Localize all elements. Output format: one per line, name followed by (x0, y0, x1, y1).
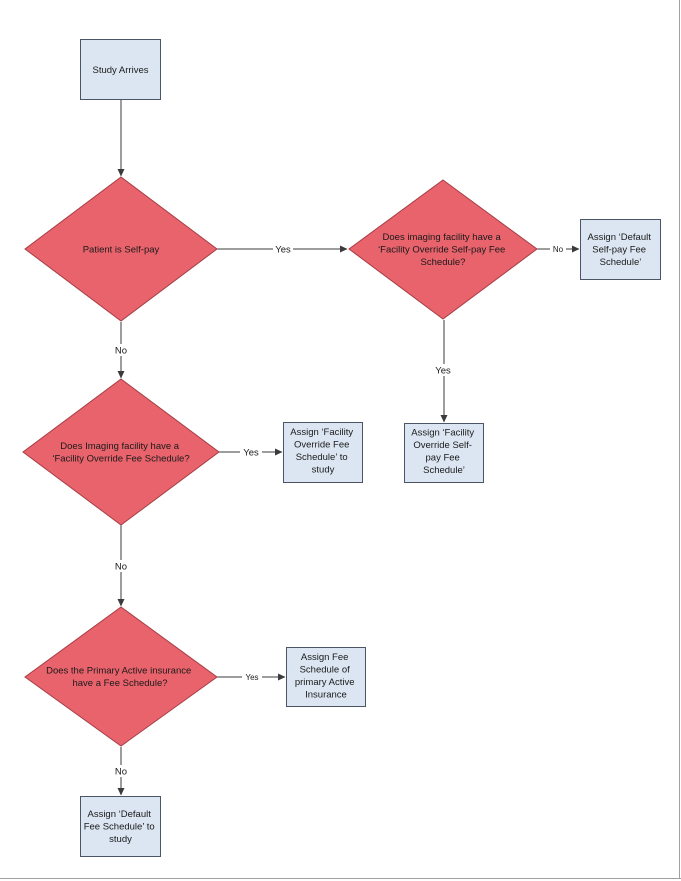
svg-text:Assign ‘Default Self-pay: Assign ‘Default Self-pay Fee Schedule’ (587, 232, 653, 268)
decision-diamond (348, 179, 538, 320)
edge-label-facility-selfpay-no: No (553, 245, 564, 254)
node-primary-decision: Does the Primary Active insurance have a… (24, 606, 218, 747)
node-facility-selfpay-assign-line-1: Assign ‘Facility (411, 428, 474, 439)
node-facility-selfpay-q-line-3: Schedule? (421, 257, 466, 268)
node-facility-selfpay-assign-line-3: pay Fee (426, 453, 460, 464)
edge-label-facility-override-no: No (115, 562, 127, 573)
node-facility-override-decision: Does Imaging facility have a ‘Facility O… (22, 378, 220, 526)
svg-text:Assign Fee Schedule of: Assign Fee Schedule of primary Active In… (295, 652, 357, 701)
process-box (80, 796, 161, 857)
node-facility-override-assign-line-3: Schedule’ to (296, 452, 348, 463)
node-facility-selfpay-assign-line-4: Schedule’ (423, 465, 465, 476)
node-default-selfpay: Assign ‘Default Self-pay Fee Schedule’ (580, 219, 661, 280)
node-primary-q-line-1: Does the Primary Active insurance (46, 666, 191, 677)
node-primary-assign: Assign Fee Schedule of primary Active In… (286, 647, 366, 707)
process-box (283, 422, 363, 483)
edge-label-selfpay-yes: Yes (275, 245, 291, 256)
svg-text:Assign ‘Facility Overrid: Assign ‘Facility Override Fee Schedule’ … (290, 427, 355, 476)
edge-label-primary-yes: Yes (245, 673, 258, 682)
svg-text:Assign ‘Default Fee Sche: Assign ‘Default Fee Schedule’ to study (84, 809, 158, 845)
node-primary-assign-line-3: primary Active (295, 677, 355, 688)
process-box (80, 39, 161, 100)
svg-text:Patient is Self-pay: Patient is Self-pay (83, 245, 160, 256)
node-facility-selfpay-assign-line-2: Override Self- (413, 440, 472, 451)
svg-text:Does Imaging facility have a: Does Imaging facility have a ‘Facility O… (52, 441, 189, 465)
node-default-selfpay-line-3: Schedule’ (600, 257, 642, 268)
node-default-selfpay-line-1: Assign ‘Default (587, 232, 651, 243)
node-facility-override-assign-line-1: Assign ‘Facility (290, 427, 353, 438)
decision-diamond (22, 378, 220, 526)
decision-diamond (24, 176, 218, 322)
edge-label-selfpay-no: No (115, 346, 127, 357)
node-start-line-1: Study Arrives (93, 65, 149, 76)
process-box (580, 219, 661, 280)
node-default-assign-line-2: Fee Schedule’ to (84, 822, 155, 833)
node-facility-selfpay-decision: Does imaging facility have a ‘Facility O… (348, 179, 538, 320)
node-primary-assign-line-2: Schedule of (300, 665, 351, 676)
node-facility-selfpay-assign: Assign ‘Facility Override Self- pay Fee … (404, 423, 484, 483)
node-primary-q-line-2: have a Fee Schedule? (72, 678, 167, 689)
node-facility-override-q-line-1: Does Imaging facility have a (60, 441, 180, 452)
edge-label-primary-no: No (115, 767, 127, 778)
node-facility-selfpay-q-line-1: Does imaging facility have a (383, 232, 502, 243)
node-default-assign: Assign ‘Default Fee Schedule’ to study (80, 796, 161, 857)
node-primary-assign-line-1: Assign Fee (301, 652, 349, 663)
node-facility-selfpay-q-line-2: ‘Facility Override Self-pay Fee (378, 245, 505, 256)
node-self-pay-line-1: Patient is Self-pay (83, 245, 160, 256)
node-default-assign-line-3: study (109, 834, 132, 845)
node-facility-override-q-line-2: ‘Facility Override Fee Schedule? (52, 454, 189, 465)
edge-label-facility-override-yes: Yes (243, 448, 259, 459)
svg-text:Does imaging facility have a: Does imaging facility have a ‘Facility O… (378, 232, 508, 268)
edge-label-facility-selfpay-yes: Yes (435, 366, 451, 377)
svg-text:Does the Primary Active insura: Does the Primary Active insurance have a… (46, 666, 194, 690)
node-default-selfpay-line-2: Self-pay Fee (592, 245, 646, 256)
node-start: Study Arrives (80, 39, 161, 100)
process-box (404, 423, 484, 483)
svg-text:Study Arrives: Study Arrives (93, 65, 149, 76)
node-primary-assign-line-4: Insurance (305, 690, 347, 701)
process-box (286, 647, 366, 707)
node-facility-override-assign-line-4: study (312, 465, 335, 476)
node-self-pay-decision: Patient is Self-pay (24, 176, 218, 322)
decision-diamond (24, 606, 218, 747)
edge-labels: Yes No Yes No Yes No Yes No (112, 243, 566, 778)
node-default-assign-line-1: Assign ‘Default (87, 809, 151, 820)
svg-text:Assign ‘Facility Overrid: Assign ‘Facility Override Self- pay Fee … (411, 428, 476, 477)
node-facility-override-assign-line-2: Override Fee (294, 440, 349, 451)
node-facility-override-assign: Assign ‘Facility Override Fee Schedule’ … (283, 422, 363, 483)
